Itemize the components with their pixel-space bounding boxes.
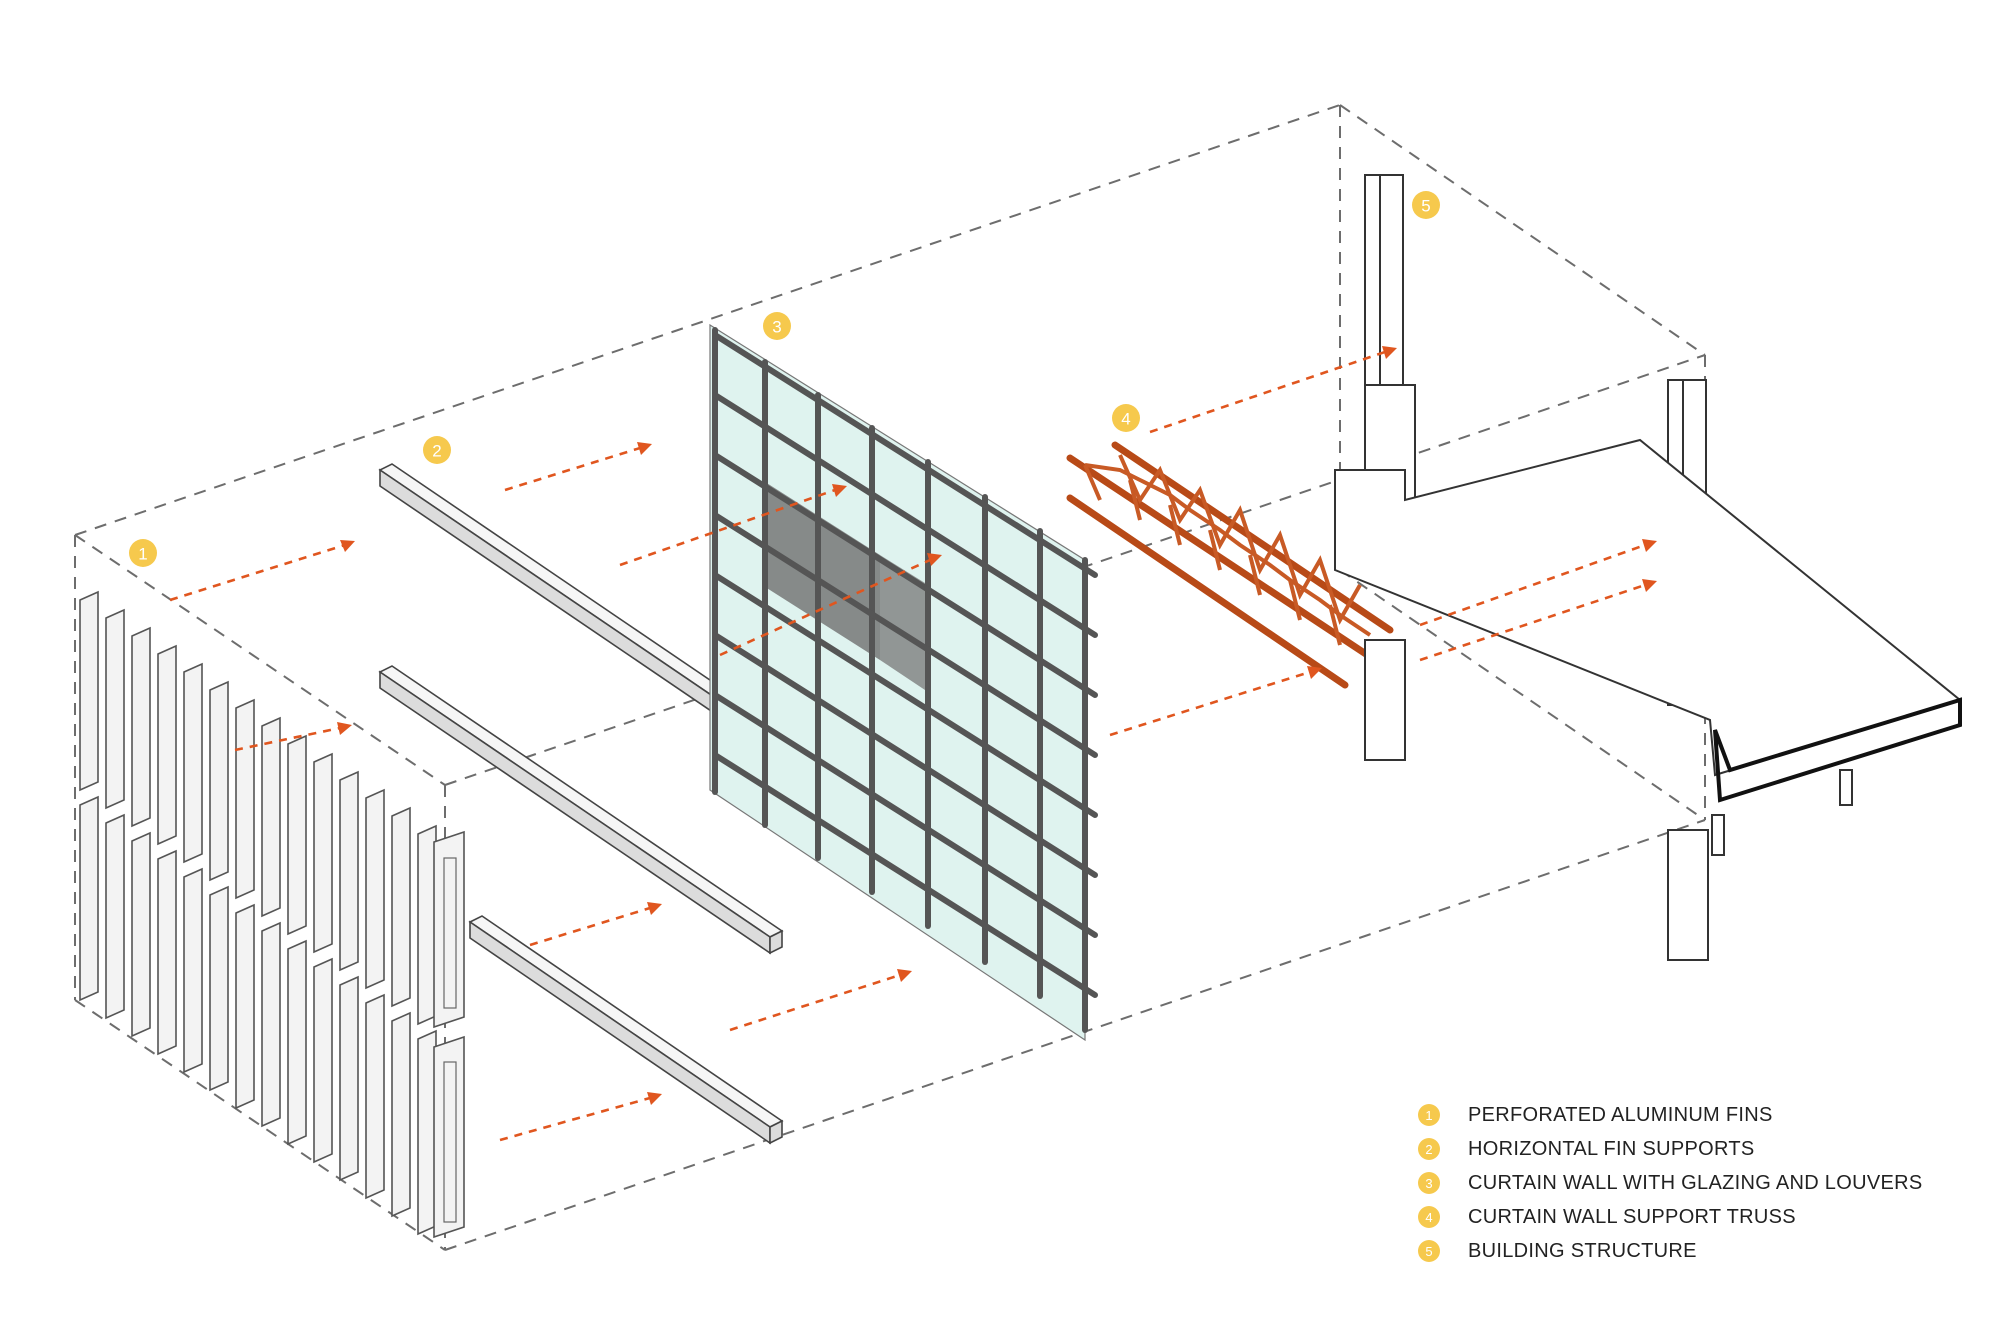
legend-item-5-label: BUILDING STRUCTURE bbox=[1468, 1239, 1697, 1262]
callout-2: 2 bbox=[423, 436, 451, 464]
legend-item-1-label: PERFORATED ALUMINUM FINS bbox=[1468, 1103, 1773, 1126]
callout-4: 4 bbox=[1112, 404, 1140, 432]
legend-item-4-number: 4 bbox=[1418, 1206, 1440, 1228]
callout-1: 1 bbox=[129, 539, 157, 567]
building-structure bbox=[1334, 174, 1963, 961]
legend-item-5-number: 5 bbox=[1418, 1240, 1440, 1262]
legend-item-2: 2 HORIZONTAL FIN SUPPORTS bbox=[1418, 1132, 1923, 1166]
callout-2-number: 2 bbox=[432, 442, 441, 461]
callout-3-number: 3 bbox=[772, 318, 781, 337]
callout-5-number: 5 bbox=[1421, 197, 1430, 216]
legend-item-3: 3 CURTAIN WALL WITH GLAZING AND LOUVERS bbox=[1418, 1166, 1923, 1200]
legend-item-4-label: CURTAIN WALL SUPPORT TRUSS bbox=[1468, 1205, 1796, 1228]
legend-item-2-label: HORIZONTAL FIN SUPPORTS bbox=[1468, 1137, 1755, 1160]
floor-slab bbox=[1334, 438, 1963, 856]
legend-item-4: 4 CURTAIN WALL SUPPORT TRUSS bbox=[1418, 1200, 1923, 1234]
curtain-wall-mullions-vertical bbox=[712, 327, 1088, 1033]
curtain-wall-support-truss bbox=[1066, 441, 1394, 689]
fin-support-beam-2 bbox=[378, 665, 784, 955]
legend-item-1-number: 1 bbox=[1418, 1104, 1440, 1126]
legend-item-3-number: 3 bbox=[1418, 1172, 1440, 1194]
callout-1-number: 1 bbox=[138, 545, 147, 564]
legend-item-2-number: 2 bbox=[1418, 1138, 1440, 1160]
fin-support-beam-3 bbox=[468, 915, 784, 1145]
legend-item-1: 1 PERFORATED ALUMINUM FINS bbox=[1418, 1098, 1923, 1132]
curtain-wall bbox=[709, 323, 1098, 1042]
legend-item-3-label: CURTAIN WALL WITH GLAZING AND LOUVERS bbox=[1468, 1171, 1923, 1194]
callout-5: 5 bbox=[1412, 191, 1440, 219]
legend-item-5: 5 BUILDING STRUCTURE bbox=[1418, 1234, 1923, 1268]
column-left bbox=[1364, 174, 1416, 761]
callout-3: 3 bbox=[763, 312, 791, 340]
fin-row-lower bbox=[79, 795, 465, 1239]
callout-4-number: 4 bbox=[1121, 410, 1130, 429]
legend: 1 PERFORATED ALUMINUM FINS 2 HORIZONTAL … bbox=[1418, 1098, 1923, 1268]
horizontal-fin-supports bbox=[378, 463, 784, 1145]
curtain-wall-glazing bbox=[709, 323, 1086, 1042]
curtain-wall-mullions-horizontal bbox=[712, 332, 1098, 998]
assembly-arrows bbox=[169, 346, 1657, 1142]
